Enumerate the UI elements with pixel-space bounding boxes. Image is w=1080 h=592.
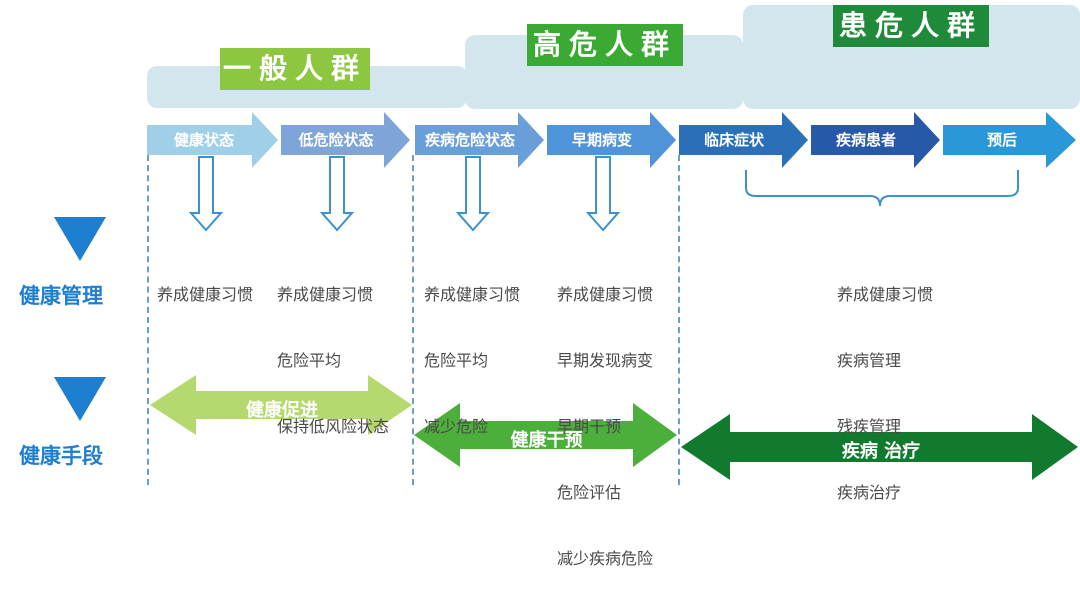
band-health-intervention — [414, 403, 677, 467]
stage-arrow-disease-risk — [415, 112, 544, 168]
note-list-healthy: 养成健康习惯 — [157, 240, 253, 328]
band-disease-treatment — [681, 414, 1078, 480]
down-arrow-3 — [455, 156, 491, 232]
divider-line-3 — [678, 155, 680, 485]
band-label-health-intervention: 健康干预 — [510, 430, 583, 451]
note-item: 疾病治疗 — [837, 483, 902, 502]
down-arrow-1 — [188, 156, 224, 232]
note-item: 减少疾病危险 — [557, 549, 654, 568]
note-list-clinical: 养成健康习惯 疾病管理 残疾管理 疾病治疗 — [837, 240, 933, 526]
stage-label-prognosis: 预后 — [986, 131, 1017, 149]
stage-label-low-risk: 低危险状态 — [298, 131, 374, 149]
band-label-disease-treatment: 疾病 治疗 — [841, 441, 921, 462]
side-label-management: 健康管理 — [19, 284, 103, 308]
note-list-low-risk: 养成健康习惯 危险平均 保持低风险状态 — [277, 240, 389, 460]
note-list-early-lesion: 养成健康习惯 早期发现病变 早期干预 危险评估 减少疾病危险 — [557, 240, 653, 592]
divider-line-2 — [412, 155, 414, 485]
stage-label-healthy: 健康状态 — [173, 131, 234, 149]
group-title-general: 一般人群 — [220, 48, 370, 90]
down-arrow-2 — [319, 156, 355, 232]
note-item: 减少危险 — [424, 417, 489, 436]
hollow-arrows — [188, 156, 621, 232]
note-item: 早期发现病变 — [557, 351, 654, 370]
divider-line-1 — [147, 155, 149, 485]
group-title-high-risk: 高危人群 — [527, 24, 683, 66]
note-item: 危险平均 — [424, 351, 489, 370]
stage-arrow-early-lesion — [547, 112, 676, 168]
note-item: 养成健康习惯 — [277, 285, 374, 304]
note-item: 养成健康习惯 — [837, 285, 934, 304]
diagram-canvas — [147, 112, 1078, 480]
note-item: 残疾管理 — [837, 417, 902, 436]
note-item: 保持低风险状态 — [277, 417, 390, 436]
note-item: 养成健康习惯 — [157, 285, 254, 304]
triangle-icon-management — [54, 217, 106, 261]
side-label-means: 健康手段 — [19, 444, 103, 468]
triangle-icon-means — [54, 377, 106, 421]
stage-arrow-patient — [811, 112, 940, 168]
brace — [745, 170, 1019, 207]
note-item: 养成健康习惯 — [557, 285, 654, 304]
band-label-health-promotion: 健康促进 — [246, 400, 318, 421]
stage-arrow-prognosis — [943, 112, 1076, 168]
note-item: 疾病管理 — [837, 351, 902, 370]
band-health-promotion — [150, 375, 412, 435]
stage-arrow-healthy — [147, 112, 278, 168]
note-item: 养成健康习惯 — [424, 285, 521, 304]
note-list-disease-risk: 养成健康习惯 危险平均 减少危险 — [424, 240, 520, 460]
note-item: 早期干预 — [557, 417, 622, 436]
down-arrow-4 — [585, 156, 621, 232]
note-item: 危险平均 — [277, 351, 342, 370]
stage-label-patient: 疾病患者 — [835, 131, 896, 149]
note-item: 危险评估 — [557, 483, 622, 502]
stage-arrow-clinical — [679, 112, 808, 168]
stage-label-disease-risk: 疾病危险状态 — [424, 131, 515, 149]
stage-arrow-low-risk — [281, 112, 410, 168]
group-title-patient: 患危人群 — [833, 5, 989, 47]
stage-label-early-lesion: 早期病变 — [571, 131, 632, 149]
stage-label-clinical: 临床症状 — [703, 131, 764, 149]
